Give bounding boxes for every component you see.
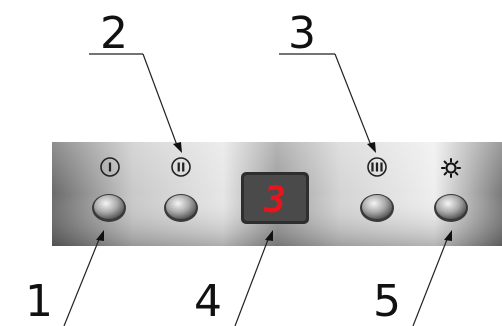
callout-label-1: 1 bbox=[25, 276, 53, 326]
digital-display: 3 bbox=[241, 172, 309, 224]
speed-2-symbol: II bbox=[171, 157, 191, 177]
callout-label-2: 2 bbox=[100, 8, 128, 59]
button-speed-3[interactable] bbox=[360, 194, 394, 222]
callout-label-5: 5 bbox=[373, 276, 401, 326]
button-speed-1[interactable] bbox=[92, 194, 126, 222]
speed-1-symbol-text: I bbox=[108, 161, 112, 175]
callout-label-4: 4 bbox=[194, 276, 222, 326]
display-digit: 3 bbox=[263, 180, 286, 221]
callout-leader-lines bbox=[63, 53, 452, 326]
sun-icon bbox=[441, 158, 461, 178]
button-speed-2[interactable] bbox=[164, 194, 198, 222]
speed-1-symbol: I bbox=[100, 157, 120, 177]
speed-3-symbol-text: III bbox=[370, 161, 383, 175]
callout-label-3: 3 bbox=[288, 8, 316, 59]
speed-2-symbol-text: II bbox=[177, 161, 186, 175]
speed-3-symbol: III bbox=[367, 157, 387, 177]
button-light[interactable] bbox=[434, 194, 468, 222]
